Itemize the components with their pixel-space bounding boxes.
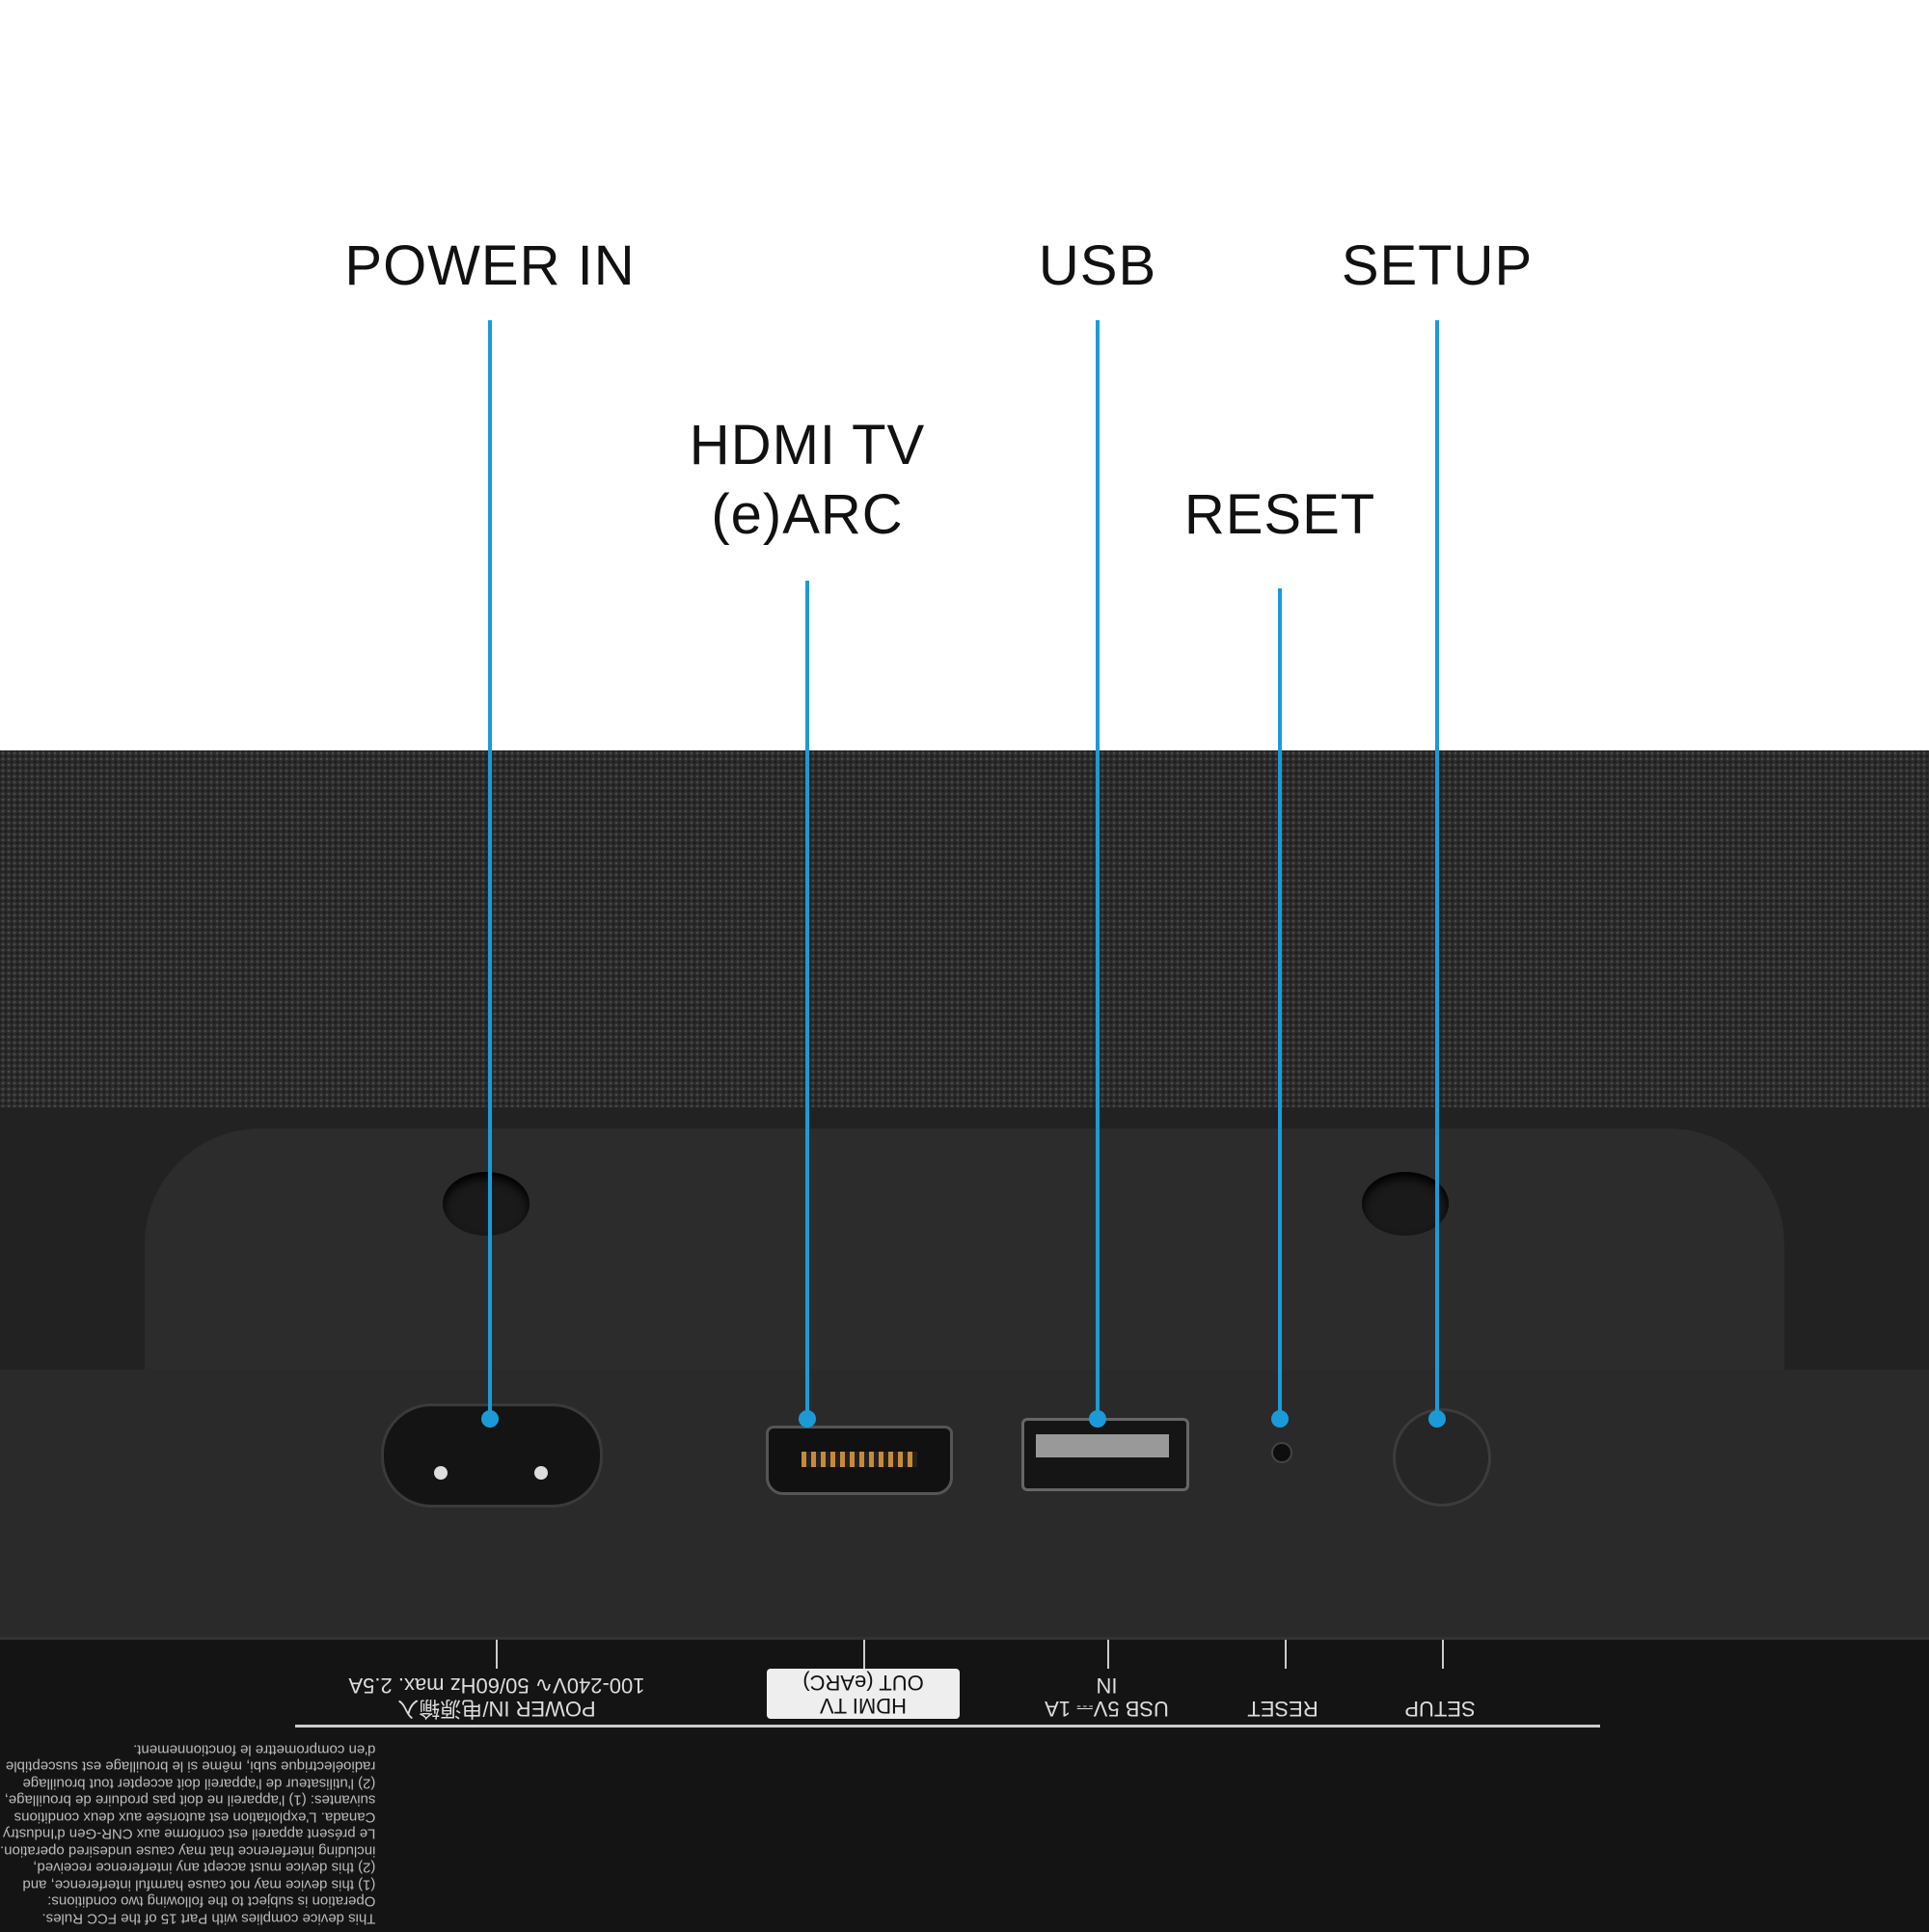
hdmi-pins — [801, 1452, 917, 1467]
plate-usb-label: USB 5V⎓ 1A IN — [1018, 1673, 1196, 1721]
screw-hole-left — [443, 1172, 530, 1236]
plate-fcc-text: This device complies with Part 15 of the… — [0, 1741, 376, 1927]
plate-usb-line1: USB 5V⎓ 1A — [1045, 1697, 1169, 1721]
leader-line-power — [488, 320, 492, 1419]
hdmi-port — [766, 1426, 953, 1495]
leader-line-setup — [1435, 320, 1439, 1419]
plate-power-label: POWER IN/电源输入 100-240V∿ 50/60Hz max. 2.5… — [285, 1673, 709, 1721]
leader-line-reset — [1278, 588, 1282, 1419]
plate-power-line1: POWER IN/电源输入 — [397, 1697, 596, 1721]
reset-pinhole — [1271, 1442, 1292, 1463]
callout-setup: SETUP — [1341, 234, 1534, 297]
plate-tick — [1107, 1640, 1109, 1669]
port-shelf — [0, 1370, 1929, 1640]
plate-hdmi-line2: OUT (eARC) — [802, 1671, 924, 1695]
leader-line-usb — [1096, 320, 1100, 1419]
leader-dot-power — [481, 1410, 499, 1428]
plate-tick — [1442, 1640, 1444, 1669]
plate-power-line2: 100-240V∿ 50/60Hz max. 2.5A — [348, 1673, 645, 1698]
usb-tongue — [1036, 1434, 1169, 1457]
plate-tick — [863, 1640, 865, 1669]
rating-plate — [0, 1637, 1929, 1932]
leader-dot-usb — [1089, 1410, 1106, 1428]
plate-hdmi-line1: HDMI TV — [819, 1694, 908, 1718]
callout-reset: RESET — [1183, 483, 1376, 546]
leader-line-hdmi — [805, 581, 809, 1419]
power-pin — [534, 1466, 548, 1480]
power-pin — [434, 1466, 448, 1480]
plate-usb-line2: IN — [1096, 1673, 1118, 1698]
plate-tick — [496, 1640, 498, 1669]
leader-dot-reset — [1271, 1410, 1289, 1428]
screw-hole-right — [1362, 1172, 1449, 1236]
callout-hdmi-line1: HDMI TV — [689, 414, 926, 476]
callout-power-in: POWER IN — [344, 234, 636, 297]
usb-port — [1021, 1418, 1189, 1491]
plate-setup-label: SETUP — [1404, 1697, 1476, 1721]
plate-tick — [1285, 1640, 1287, 1669]
callout-hdmi-line2: (e)ARC — [711, 483, 904, 546]
callout-usb: USB — [1038, 234, 1157, 297]
leader-dot-setup — [1428, 1410, 1446, 1428]
plate-reset-label: RESET — [1247, 1697, 1318, 1721]
plate-hdmi-label: HDMI TV OUT (eARC) — [767, 1669, 960, 1719]
leader-dot-hdmi — [799, 1410, 816, 1428]
plate-divider — [295, 1725, 1600, 1728]
callout-hdmi-tv: HDMI TV (e)ARC — [690, 411, 925, 550]
speaker-grille — [0, 750, 1929, 1107]
